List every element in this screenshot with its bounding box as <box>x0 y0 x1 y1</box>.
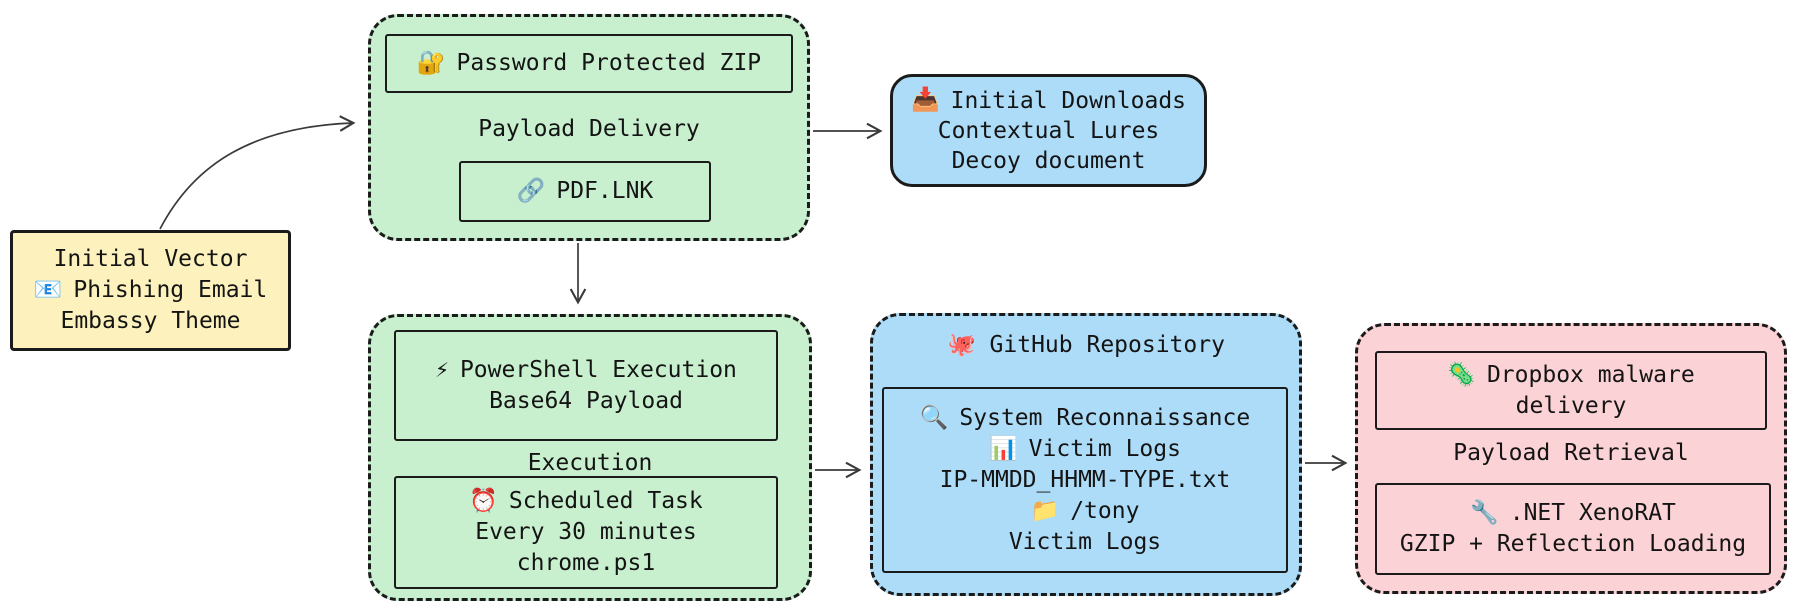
bar-chart-icon: 📊 <box>989 435 1018 462</box>
delivery-label: delivery <box>1515 392 1627 419</box>
wrench-icon: 🔧 <box>1470 500 1499 526</box>
victim-logs-label-2: Victim Logs <box>1008 528 1162 555</box>
node-text-line: 🔐 Password Protected ZIP <box>417 48 761 79</box>
alarm-clock-icon: ⏰ <box>469 488 498 514</box>
lock-icon: 🔐 <box>416 50 446 76</box>
node-text-line: Decoy document <box>952 146 1146 176</box>
node-text-line: 📥 Initial Downloads <box>911 85 1186 116</box>
node-github-repository: 🐙 GitHub Repository 🔍 System Reconnaissa… <box>870 313 1302 596</box>
initial-downloads-title: Initial Downloads <box>950 87 1187 114</box>
password-protected-zip-label: Password Protected ZIP <box>456 50 762 76</box>
magnifying-glass-icon: 🔍 <box>919 404 949 431</box>
contextual-lures-label: Contextual Lures <box>937 118 1160 144</box>
octopus-icon: 🐙 <box>947 332 976 358</box>
pdf-lnk-label: PDF.LNK <box>556 178 654 204</box>
node-text-line: 🔍 System Reconnaissance <box>920 403 1250 434</box>
dropbox-malware-label: Dropbox malware <box>1486 361 1695 388</box>
node-text-line: Embassy Theme <box>60 306 240 337</box>
github-repository-title: GitHub Repository <box>989 332 1225 358</box>
node-initial-downloads: 📥 Initial Downloads Contextual Lures Dec… <box>890 74 1207 187</box>
node-text-line: GZIP + Reflection Loading <box>1400 529 1746 560</box>
scheduled-task-box: ⏰ Scheduled Task Every 30 minutes chrome… <box>394 476 778 589</box>
gzip-reflection-label: GZIP + Reflection Loading <box>1399 531 1747 557</box>
xenorat-label: .NET XenoRAT <box>1509 500 1676 526</box>
lightning-bolt-icon: ⚡ <box>435 356 449 383</box>
inbox-tray-icon: 📥 <box>910 87 940 113</box>
decoy-document-label: Decoy document <box>951 148 1146 174</box>
node-text-line: Every 30 minutes <box>475 517 697 548</box>
xenorat-box: 🔧 .NET XenoRAT GZIP + Reflection Loading <box>1375 483 1771 575</box>
system-reconnaissance-label: System Reconnaissance <box>959 404 1251 431</box>
tony-path-label: /tony <box>1070 497 1140 524</box>
powershell-execution-label: PowerShell Execution <box>459 356 737 383</box>
base64-payload-label: Base64 Payload <box>489 387 683 414</box>
link-icon: 🔗 <box>516 178 546 204</box>
node-text-line: delivery <box>1516 391 1627 422</box>
chrome-ps1-label: chrome.ps1 <box>516 550 656 576</box>
node-text-line: chrome.ps1 <box>517 548 655 579</box>
microbe-icon: 🦠 <box>1447 361 1476 388</box>
node-text-line: Base64 Payload <box>489 386 683 417</box>
node-text-line: 🔧 .NET XenoRAT <box>1470 498 1676 529</box>
node-text-line: 🔗 PDF.LNK <box>517 176 654 207</box>
node-text-line: 📧 Phishing Email <box>34 275 268 306</box>
node-text-line: Initial Vector <box>54 244 248 275</box>
node-text-line: ⏰ Scheduled Task <box>469 486 703 517</box>
payload-retrieval-label: Payload Retrieval <box>1453 440 1689 466</box>
embassy-theme-label: Embassy Theme <box>60 308 241 334</box>
node-text-line: ⚡ PowerShell Execution <box>435 355 737 386</box>
powershell-execution-box: ⚡ PowerShell Execution Base64 Payload <box>394 330 778 441</box>
pdf-lnk-box: 🔗 PDF.LNK <box>459 161 711 222</box>
folder-icon: 📁 <box>1030 497 1060 524</box>
node-text-line: 🦠 Dropbox malware <box>1447 360 1694 391</box>
password-protected-zip-box: 🔐 Password Protected ZIP <box>385 34 793 93</box>
log-filename-label: IP-MMDD_HHMM-TYPE.txt <box>939 466 1231 493</box>
victim-logs-label: Victim Logs <box>1028 435 1181 462</box>
github-repository-header: 🐙 GitHub Repository <box>873 330 1299 361</box>
payload-delivery-label: Payload Delivery <box>478 116 700 142</box>
node-text-line: IP-MMDD_HHMM-TYPE.txt <box>940 465 1231 496</box>
node-execution: ⚡ PowerShell Execution Base64 Payload Ex… <box>368 314 812 601</box>
node-text-line: 📊 Victim Logs <box>989 434 1181 465</box>
phishing-email-label: Phishing Email <box>73 277 268 303</box>
node-text-line: Victim Logs <box>1009 527 1161 558</box>
every-30-minutes-label: Every 30 minutes <box>475 519 697 545</box>
execution-label: Execution <box>527 450 653 476</box>
node-payload-retrieval: 🦠 Dropbox malware delivery Payload Retri… <box>1355 323 1787 594</box>
email-icon: 📧 <box>33 277 63 303</box>
dropbox-malware-box: 🦠 Dropbox malware delivery <box>1375 351 1767 430</box>
arrow-vector-to-delivery <box>159 115 356 230</box>
system-reconnaissance-box: 🔍 System Reconnaissance 📊 Victim Logs IP… <box>882 387 1288 573</box>
node-payload-delivery: 🔐 Password Protected ZIP Payload Deliver… <box>368 14 810 241</box>
node-initial-vector: Initial Vector 📧 Phishing Email Embassy … <box>10 230 291 351</box>
initial-vector-title: Initial Vector <box>53 246 248 272</box>
scheduled-task-label: Scheduled Task <box>508 488 703 514</box>
node-text-line: Contextual Lures <box>938 116 1160 146</box>
node-text-line: 📁 /tony <box>1031 496 1140 527</box>
